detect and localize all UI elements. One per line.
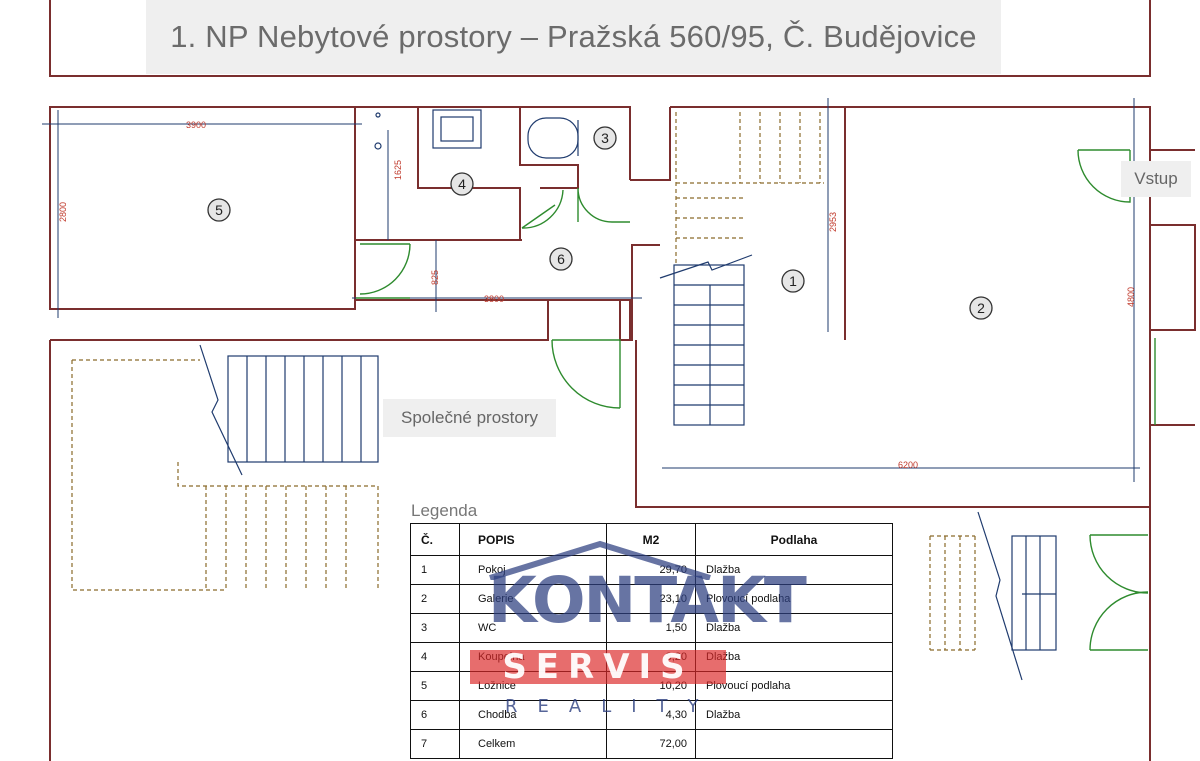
- row-number: 2: [410, 584, 460, 614]
- row-floor: Dlažba: [695, 613, 893, 643]
- walls: [49, 0, 1196, 761]
- row-number: 7: [410, 729, 460, 759]
- row-description: Chodba: [459, 700, 607, 730]
- row-floor: Dlažba: [695, 700, 893, 730]
- row-floor: Dlažba: [695, 642, 893, 672]
- row-number: 3: [410, 613, 460, 643]
- row-number: 4: [410, 642, 460, 672]
- dim-2953: 2953: [828, 212, 838, 232]
- table-row: 6 Chodba 4,30 Dlažba: [410, 700, 893, 730]
- legend-header-description: POPIS: [459, 523, 607, 556]
- row-area: 72,00: [606, 729, 696, 759]
- row-floor: [695, 729, 893, 759]
- legend-header-number: Č.: [410, 523, 460, 556]
- row-area: 10,20: [606, 671, 696, 701]
- legend-header-floor: Podlaha: [695, 523, 893, 556]
- legend-heading: Legenda: [411, 501, 478, 520]
- dimension-labels: 3900 2800 1625 825 3800 2953 4800 6200: [58, 120, 1136, 470]
- table-row: 5 Ložnice 10,20 Plovoucí podlaha: [410, 671, 893, 701]
- entrance-label: Vstup: [1121, 161, 1191, 197]
- svg-text:6: 6: [557, 251, 565, 267]
- bathroom-fixtures: [374, 109, 579, 159]
- table-row: 4 Koupelna 3,20 Dlažba: [410, 642, 893, 672]
- table-row: 1 Pokoj 29,70 Dlažba: [410, 555, 893, 585]
- row-floor: Plovoucí podlaha: [695, 584, 893, 614]
- row-area: 23,10: [606, 584, 696, 614]
- staircase-common-dashed: [71, 359, 379, 591]
- dim-3800: 3800: [484, 294, 504, 304]
- staircase-bottom-right: [977, 511, 1057, 681]
- row-area: 4,30: [606, 700, 696, 730]
- svg-text:2: 2: [977, 300, 985, 316]
- staircase-upper-dashed: [675, 112, 824, 265]
- row-description: WC: [459, 613, 607, 643]
- row-number: 5: [410, 671, 460, 701]
- dim-825: 825: [430, 270, 440, 285]
- row-description: Galerie: [459, 584, 607, 614]
- legend-table: Č. POPIS M2 Podlaha 1 Pokoj 29,70 Dlažba…: [410, 523, 893, 759]
- legend-header-area: M2: [606, 523, 696, 556]
- row-floor: Dlažba: [695, 555, 893, 585]
- row-description: Koupelna: [459, 642, 607, 672]
- table-row: 3 WC 1,50 Dlažba: [410, 613, 893, 643]
- svg-text:5: 5: [215, 202, 223, 218]
- row-area: 29,70: [606, 555, 696, 585]
- dim-4800: 4800: [1126, 287, 1136, 307]
- staircase-bottom-right-dashed: [929, 535, 976, 651]
- row-number: 1: [410, 555, 460, 585]
- room-marker-1: 1: [781, 269, 805, 293]
- row-description: Celkem: [459, 729, 607, 759]
- row-description: Pokoj: [459, 555, 607, 585]
- dimension-lines: [42, 98, 1140, 482]
- row-description: Ložnice: [459, 671, 607, 701]
- common-area-label: Společné prostory: [383, 399, 556, 437]
- staircase-common: [199, 344, 379, 476]
- room-marker-3: 3: [593, 126, 617, 150]
- plan-title: 1. NP Nebytové prostory – Pražská 560/95…: [170, 19, 977, 54]
- room-marker-4: 4: [450, 172, 474, 196]
- room-markers: 1 2 3 4 5 6: [207, 126, 993, 320]
- table-row: 7 Celkem 72,00: [410, 729, 893, 759]
- row-floor: Plovoucí podlaha: [695, 671, 893, 701]
- dim-1625: 1625: [393, 160, 403, 180]
- room-marker-5: 5: [207, 198, 231, 222]
- dim-6200: 6200: [898, 460, 918, 470]
- row-area: 3,20: [606, 642, 696, 672]
- table-row: 2 Galerie 23,10 Plovoucí podlaha: [410, 584, 893, 614]
- doors: [356, 149, 1156, 651]
- svg-text:3: 3: [601, 130, 609, 146]
- row-area: 1,50: [606, 613, 696, 643]
- staircase-main: [659, 254, 753, 426]
- dim-2800: 2800: [58, 202, 68, 222]
- plan-title-box: 1. NP Nebytové prostory – Pražská 560/95…: [146, 0, 1001, 74]
- room-marker-6: 6: [549, 247, 573, 271]
- dim-3900: 3900: [186, 120, 206, 130]
- legend-header-row: Č. POPIS M2 Podlaha: [410, 523, 893, 556]
- svg-text:1: 1: [789, 273, 797, 289]
- row-number: 6: [410, 700, 460, 730]
- room-marker-2: 2: [969, 296, 993, 320]
- svg-text:4: 4: [458, 176, 466, 192]
